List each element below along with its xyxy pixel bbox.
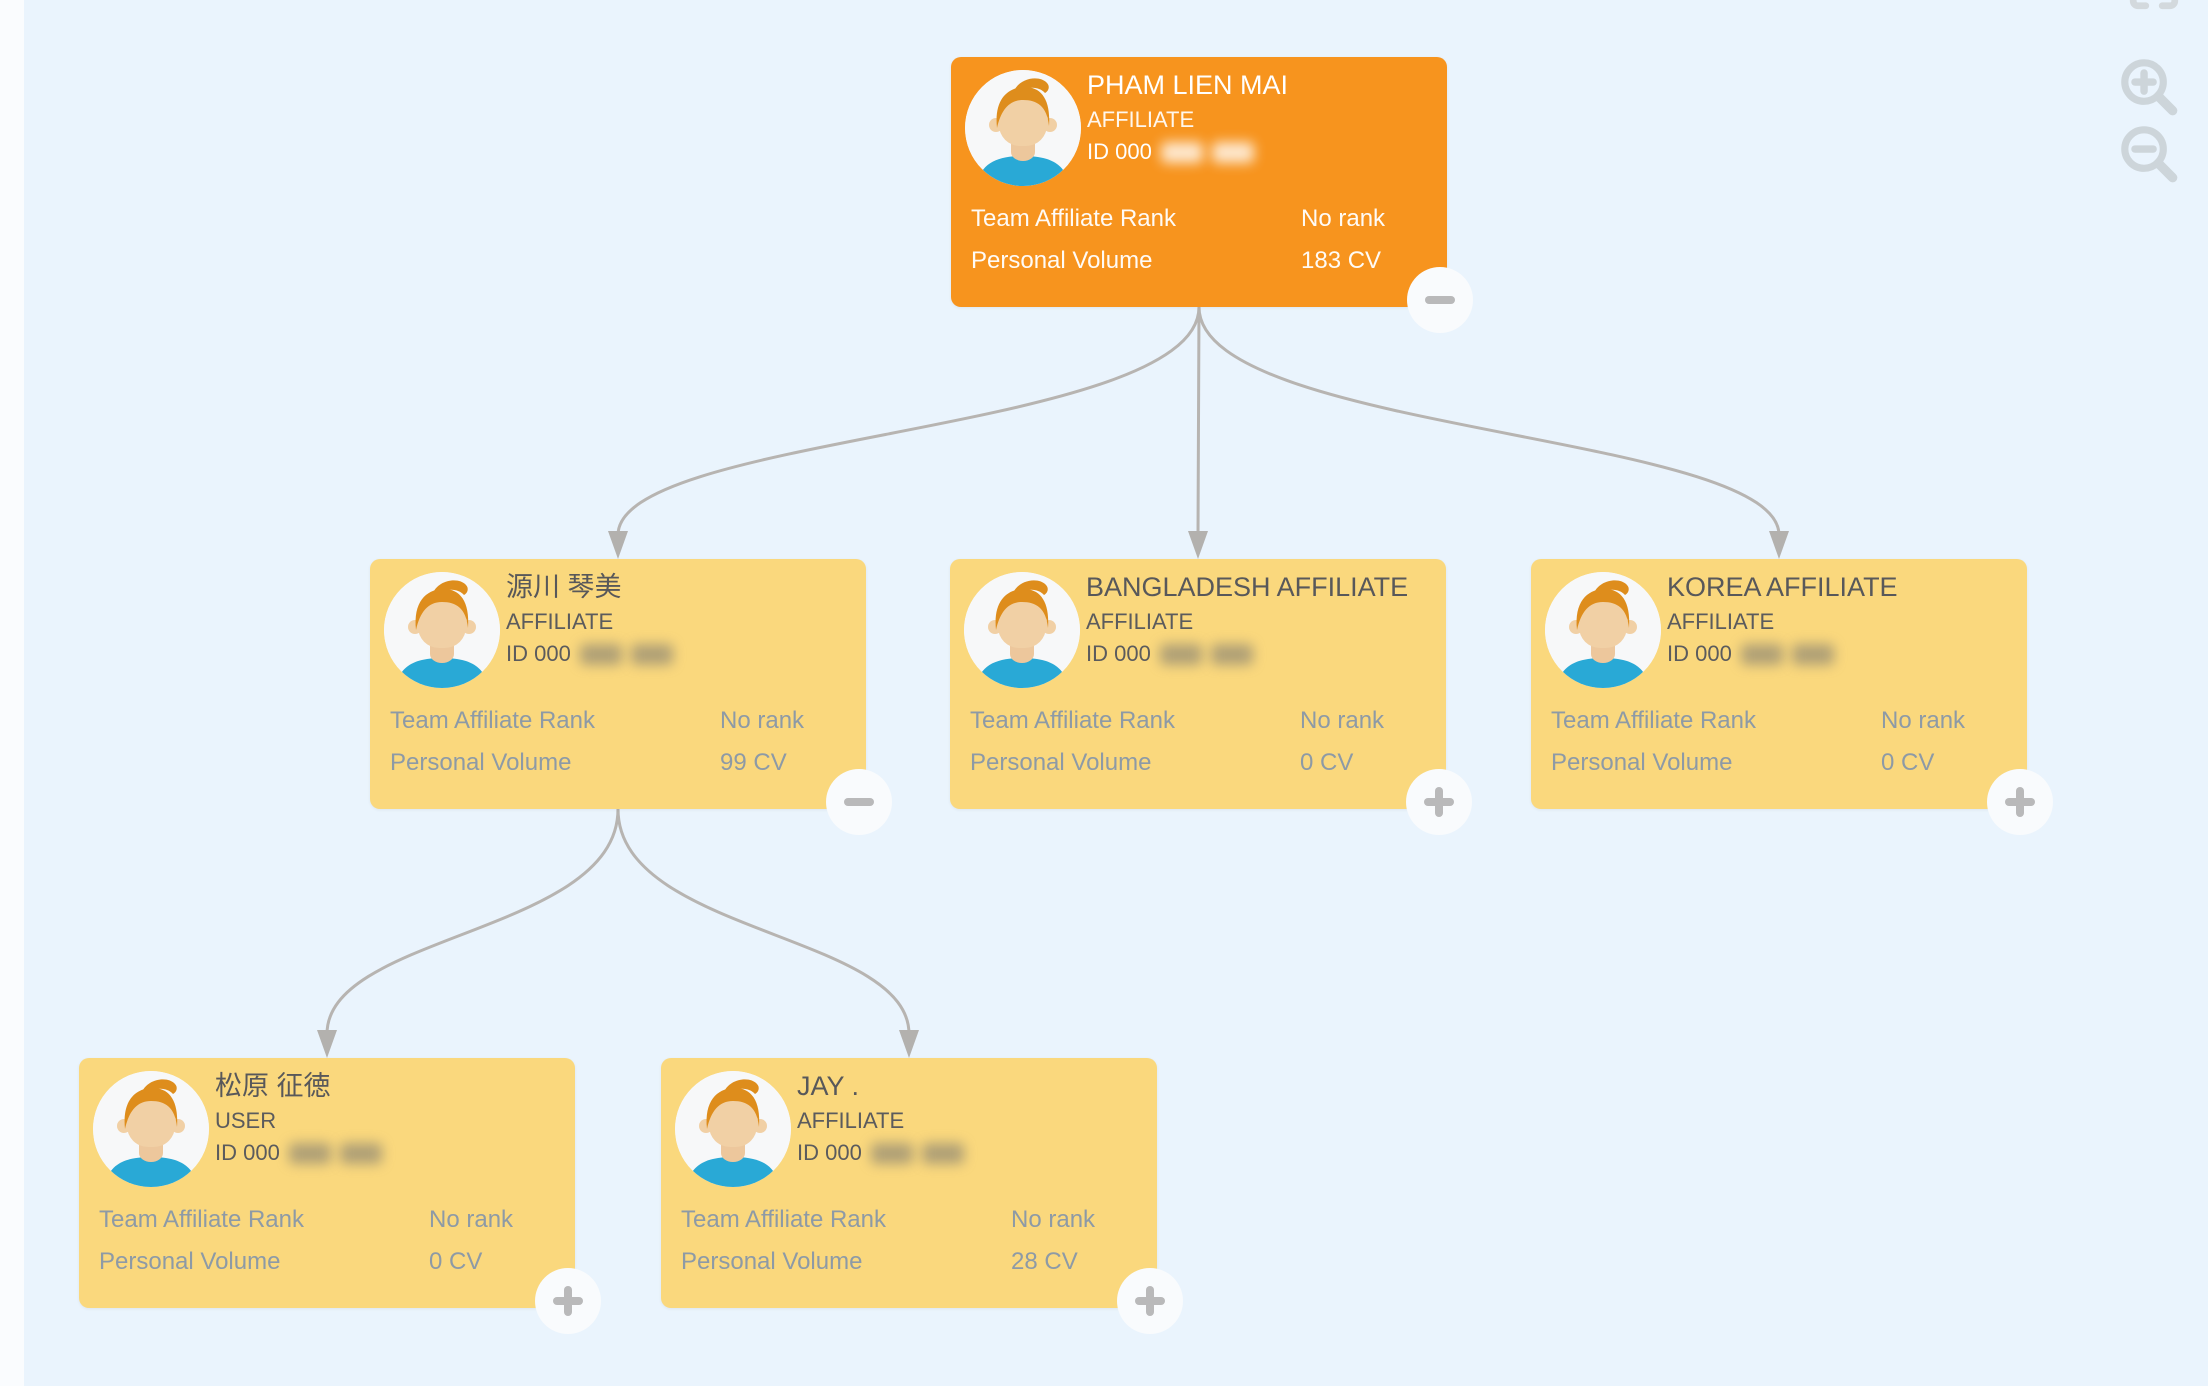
member-id-prefix: ID 000 [1086,641,1151,666]
rank-value: No rank [1300,707,1385,734]
member-card[interactable]: JAY . AFFILIATE ID 000 Team Affiliate Ra… [661,1058,1183,1334]
member-id-masked [870,1142,913,1164]
avatar [384,572,500,688]
member-id: ID 000 [1086,638,1432,670]
member-id-masked [339,1142,382,1164]
member-id-masked [1791,643,1834,665]
member-role: AFFILIATE [1087,107,1195,132]
avatar [93,1071,209,1187]
rank-label: Team Affiliate Rank [390,707,595,734]
member-id-masked [288,1142,331,1164]
rank-row: Team Affiliate Rank No rank [971,204,1427,246]
volume-value: 0 CV [1881,749,1935,776]
volume-row: Personal Volume 0 CV [970,748,1426,790]
avatar [964,572,1080,688]
rank-label: Team Affiliate Rank [99,1206,304,1233]
expand-collapse-button[interactable] [1407,267,1473,333]
member-id-masked [1740,643,1783,665]
volume-row: Personal Volume 28 CV [681,1247,1137,1289]
volume-row: Personal Volume 183 CV [971,246,1427,288]
expand-collapse-button[interactable] [535,1268,601,1334]
member-name: JAY . [797,1071,860,1101]
toggle-glyph [844,798,874,806]
volume-row: Personal Volume 99 CV [390,748,846,790]
volume-label: Personal Volume [1551,749,1733,776]
volume-label: Personal Volume [971,247,1153,274]
member-name: 源川 琴美 [506,572,622,602]
toggle-glyph [564,1286,572,1316]
volume-label: Personal Volume [970,749,1152,776]
member-id-prefix: ID 000 [1087,139,1152,164]
member-id: ID 000 [215,1137,561,1169]
rank-label: Team Affiliate Rank [1551,707,1756,734]
member-role: AFFILIATE [1667,609,1775,634]
volume-value: 0 CV [429,1248,483,1275]
rank-row: Team Affiliate Rank No rank [970,706,1426,748]
page-left-strip [0,0,24,1386]
member-role: AFFILIATE [797,1108,905,1133]
member-role: AFFILIATE [506,609,614,634]
expand-collapse-button[interactable] [1117,1268,1183,1334]
toggle-glyph [1146,1286,1154,1316]
member-id-prefix: ID 000 [215,1140,280,1165]
toggle-glyph [2016,787,2024,817]
volume-value: 28 CV [1011,1248,1078,1275]
member-id-prefix: ID 000 [506,641,571,666]
rank-row: Team Affiliate Rank No rank [99,1205,555,1247]
toggle-glyph [1435,787,1443,817]
volume-label: Personal Volume [99,1248,281,1275]
member-card[interactable]: BANGLADESH AFFILIATE AFFILIATE ID 000 Te… [950,559,1472,835]
zoom-in-button[interactable] [2116,54,2182,120]
toggle-glyph [1425,296,1455,304]
member-id-masked [630,643,673,665]
member-role: AFFILIATE [1086,609,1194,634]
rank-label: Team Affiliate Rank [681,1206,886,1233]
rank-value: No rank [1881,707,1966,734]
member-id: ID 000 [1087,136,1433,168]
avatar [675,1071,791,1187]
member-id-masked [921,1142,964,1164]
member-card[interactable]: 源川 琴美 AFFILIATE ID 000 Team Affiliate Ra… [370,559,892,835]
volume-value: 0 CV [1300,749,1354,776]
volume-row: Personal Volume 0 CV [99,1247,555,1289]
member-id-prefix: ID 000 [1667,641,1732,666]
rank-label: Team Affiliate Rank [971,205,1176,232]
expand-collapse-button[interactable] [1406,769,1472,835]
member-card[interactable]: PHAM LIEN MAI AFFILIATE ID 000 Team Affi… [951,57,1473,333]
volume-label: Personal Volume [390,749,572,776]
member-id-masked [1159,643,1202,665]
member-id: ID 000 [797,1137,1143,1169]
member-card[interactable]: KOREA AFFILIATE AFFILIATE ID 000 Team Af… [1531,559,2053,835]
avatar [965,70,1081,186]
member-id-masked [1211,141,1254,163]
avatar [1545,572,1661,688]
volume-row: Personal Volume 0 CV [1551,748,2007,790]
rank-value: No rank [429,1206,514,1233]
expand-collapse-button[interactable] [1987,769,2053,835]
volume-value: 183 CV [1301,247,1382,274]
rank-value: No rank [1011,1206,1096,1233]
volume-label: Personal Volume [681,1248,863,1275]
rank-row: Team Affiliate Rank No rank [681,1205,1137,1247]
member-id-masked [1160,141,1203,163]
member-name: 松原 征徳 [215,1071,331,1101]
member-id-prefix: ID 000 [797,1140,862,1165]
member-id: ID 000 [1667,638,2013,670]
member-id-masked [1210,643,1253,665]
member-id: ID 000 [506,638,852,670]
member-name: KOREA AFFILIATE [1667,572,1898,602]
rank-value: No rank [1301,205,1386,232]
rank-row: Team Affiliate Rank No rank [390,706,846,748]
volume-value: 99 CV [720,749,787,776]
member-role: USER [215,1108,277,1133]
member-card[interactable]: 松原 征徳 USER ID 000 Team Affiliate Rank No… [79,1058,601,1334]
zoom-out-button[interactable] [2116,121,2182,187]
expand-collapse-button[interactable] [826,769,892,835]
member-name: BANGLADESH AFFILIATE [1086,572,1409,602]
rank-row: Team Affiliate Rank No rank [1551,706,2007,748]
member-id-masked [579,643,622,665]
rank-label: Team Affiliate Rank [970,707,1175,734]
member-name: PHAM LIEN MAI [1087,70,1289,100]
rank-value: No rank [720,707,805,734]
